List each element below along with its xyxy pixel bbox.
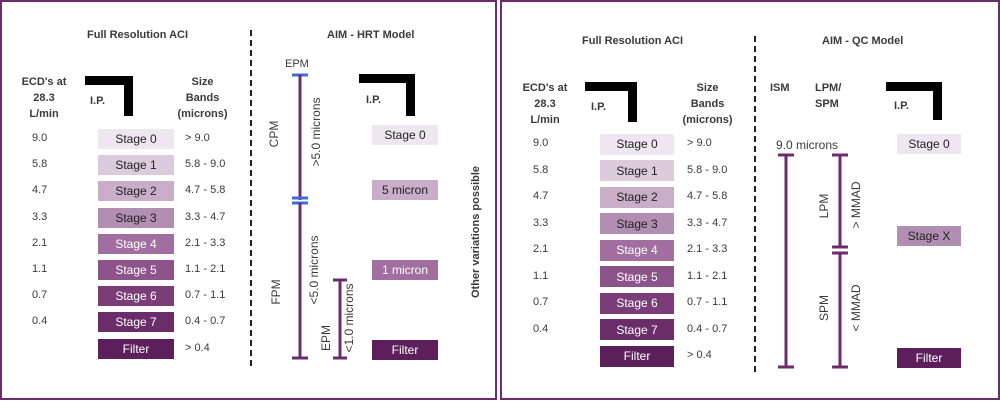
right-model-title: AIM - QC Model	[822, 35, 904, 47]
stage-box: Stage 5	[600, 266, 674, 287]
nine-microns-label: 9.0 microns	[776, 138, 839, 152]
left-size-band: > 9.0	[185, 132, 210, 144]
left-model-title: AIM - HRT Model	[327, 29, 415, 41]
right-size-band: 4.7 - 5.8	[687, 190, 728, 202]
left-impaction-plate-icon: I.P.	[85, 76, 133, 116]
left-ecd-value: 1.1	[32, 263, 48, 275]
qc-model-box: Stage X	[897, 226, 961, 246]
stage-box: Stage 6	[600, 292, 674, 314]
hrt-model-box: Stage 0	[372, 125, 438, 145]
right-size-band: 2.1 - 3.3	[687, 243, 728, 255]
left-divider	[250, 30, 252, 366]
hrt-model-box: Filter	[372, 340, 438, 360]
right-ecd-value: 4.7	[533, 190, 549, 202]
stage-box: Stage 7	[98, 312, 174, 333]
right-ecd-value: 3.3	[533, 216, 549, 229]
right-size-band: 3.3 - 4.7	[687, 216, 728, 229]
ism-label: ISM	[770, 82, 790, 94]
right-size-header: Size Bands (microns)	[682, 82, 733, 126]
right-ecd-value: 5.8	[533, 163, 549, 176]
left-size-band: 0.7 - 1.1	[185, 289, 226, 302]
right-model-impaction-plate-icon: I.P.	[886, 82, 942, 120]
left-ecd-value: 0.4	[32, 315, 48, 328]
left-size-band: 3.3 - 4.7	[185, 210, 226, 223]
left-ecd-value: 3.3	[32, 210, 48, 223]
left-size-header: Size Bands (microns)	[177, 76, 228, 120]
right-impaction-plate-icon: I.P.	[585, 82, 637, 122]
right-ecd-value: 0.4	[533, 322, 549, 335]
stage-box: Stage 4	[98, 233, 174, 254]
left-size-band: 5.8 - 9.0	[185, 158, 226, 171]
right-size-band: > 0.4	[687, 349, 712, 361]
right-aci-title: Full Resolution ACI	[582, 35, 684, 47]
stage-box: Filter	[98, 338, 174, 359]
left-size-band: 0.4 - 0.7	[185, 315, 226, 328]
left-ecd-value: 9.0	[32, 132, 48, 144]
stage-box: Stage 7	[600, 319, 674, 340]
stage-box: Stage 2	[98, 181, 174, 202]
stage-box: Stage 0	[98, 129, 174, 149]
right-ecd-value: 2.1	[533, 243, 549, 255]
left-panel: Full Resolution ACI ECD's at 28.3 L/min …	[0, 0, 497, 400]
stage-box: Stage 1	[98, 155, 174, 176]
hrt-model-box: 5 micron	[372, 180, 438, 200]
stage-box: Stage 4	[600, 239, 674, 261]
qc-model-box: Stage 0	[897, 134, 961, 154]
right-size-band: 0.7 - 1.1	[687, 296, 728, 308]
stage-box: Stage 2	[600, 186, 674, 208]
left-size-band: > 0.4	[185, 341, 210, 354]
left-ecd-value: 2.1	[32, 236, 48, 249]
right-divider	[754, 36, 756, 372]
right-ecd-value: 0.7	[533, 296, 549, 308]
left-size-band: 1.1 - 2.1	[185, 263, 226, 275]
right-size-band: 0.4 - 0.7	[687, 322, 728, 335]
right-size-band: > 9.0	[687, 137, 712, 149]
right-size-band: 5.8 - 9.0	[687, 163, 728, 176]
stage-box: Stage 3	[600, 213, 674, 234]
left-ecd-value: 5.8	[32, 158, 48, 171]
right-ecd-value: 9.0	[533, 137, 549, 149]
stage-box: Stage 6	[98, 286, 174, 307]
hrt-model-box: 1 micron	[372, 260, 438, 280]
epm-top-label: EPM	[285, 58, 309, 70]
left-model-impaction-plate-icon: I.P.	[359, 74, 415, 116]
lpm-spm-label: LPM/ SPM	[815, 82, 842, 110]
left-aci-title: Full Resolution ACI	[87, 29, 189, 41]
right-ecd-value: 1.1	[533, 269, 549, 282]
left-ecd-value: 0.7	[32, 289, 48, 302]
qc-model-box: Filter	[897, 348, 961, 368]
stage-box: Stage 5	[98, 260, 174, 280]
right-panel: Full Resolution ACI ECD's at 28.3 L/min …	[500, 0, 1000, 400]
left-brackets	[292, 73, 347, 360]
right-size-band: 1.1 - 2.1	[687, 269, 728, 282]
right-ecd-header: ECD's at 28.3 L/min	[522, 82, 568, 126]
right-brackets	[778, 153, 848, 369]
stage-box: Stage 3	[98, 207, 174, 228]
stage-box: Stage 1	[600, 160, 674, 181]
left-size-band: 4.7 - 5.8	[185, 184, 226, 197]
stage-box: Stage 0	[600, 133, 674, 155]
left-size-band: 2.1 - 3.3	[185, 236, 226, 249]
left-ecd-value: 4.7	[32, 184, 48, 197]
stage-box: Filter	[600, 345, 674, 367]
left-ecd-header: ECD's at 28.3 L/min	[21, 76, 67, 120]
